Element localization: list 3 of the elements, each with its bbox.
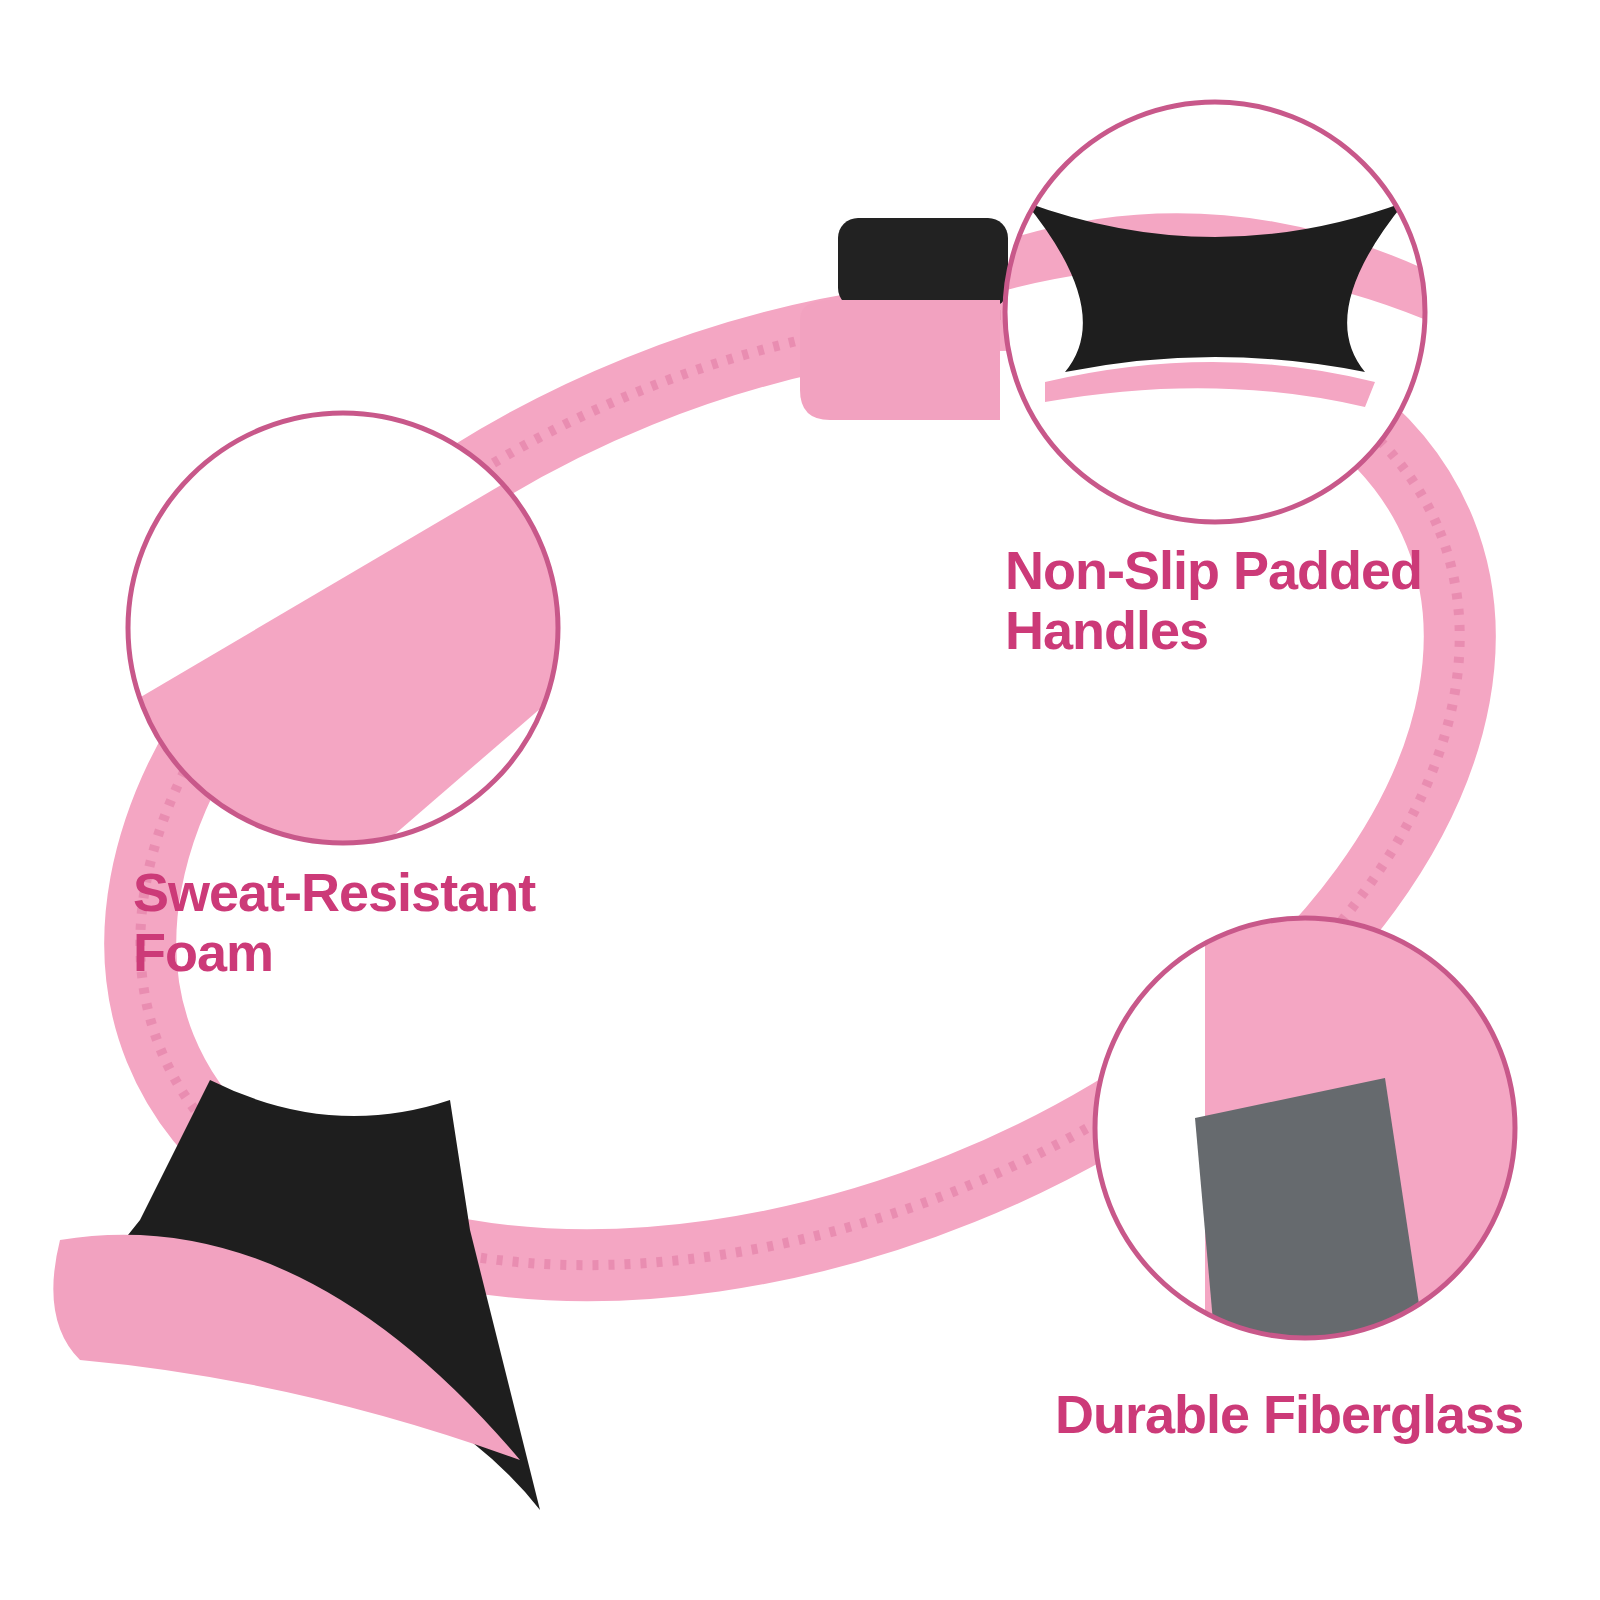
feature-label: Durable Fiberglass <box>1055 1384 1525 1444</box>
feature-label: Non-Slip Padded Handles <box>1005 540 1423 660</box>
feature-label: Sweat-Resistant Foam <box>133 862 537 982</box>
